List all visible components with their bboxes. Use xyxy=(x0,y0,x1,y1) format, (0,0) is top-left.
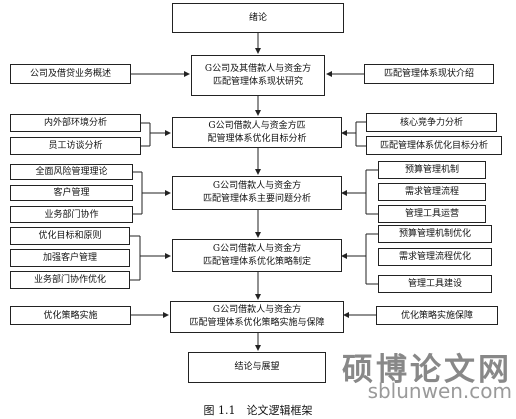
target-analysis-box: G公司借款人与资金方匹 配管理体系优化目标分析 xyxy=(172,117,342,148)
figure-caption: 图 1.1 论文逻辑框架 xyxy=(203,404,313,417)
customer-mgmt-box: 客户管理 xyxy=(10,185,133,201)
tool-build-box: 管理工具建设 xyxy=(378,275,492,293)
tool-ops-box: 管理工具运营 xyxy=(378,205,486,223)
dept-coop-opt-box: 业务部门协作优化 xyxy=(10,271,130,289)
risk-theory-box: 全面风险管理理论 xyxy=(10,164,133,180)
status-research-box: G公司及其借款人与资金方 匹配管理体系现状研究 xyxy=(191,55,325,96)
problem-analysis-box: G公司借款人与资金方 匹配管理体系主要问题分析 xyxy=(172,176,342,210)
demand-opt-box: 需求管理流程优化 xyxy=(378,248,492,266)
strategy-guarantee-box: 优化策略实施保障 xyxy=(376,306,498,325)
budget-mech-box: 预算管理机制 xyxy=(378,161,486,179)
demand-process-box: 需求管理流程 xyxy=(378,183,486,201)
strategy-impl-box: 优化策略实施 xyxy=(10,306,131,325)
core-competence-box: 核心竞争力分析 xyxy=(366,113,497,132)
business-overview-box: 公司及借贷业务概述 xyxy=(10,64,131,84)
conclusion-outlook-box: 结论与展望 xyxy=(188,352,326,383)
goals-principles-box: 优化目标和原则 xyxy=(10,227,130,245)
strengthen-customer-box: 加强客户管理 xyxy=(10,249,130,267)
strategy-implementation-box: G公司借款人与资金方 匹配管理体系优化策略实施与保障 xyxy=(170,301,344,333)
budget-opt-box: 预算管理机制优化 xyxy=(378,225,492,243)
staff-interview-box: 员工访谈分析 xyxy=(10,137,141,155)
strategy-formulation-box: G公司借款人与资金方 匹配管理体系优化策略制定 xyxy=(172,239,342,272)
conclusion-intro-box: 绪论 xyxy=(172,3,344,33)
dept-coop-box: 业务部门协作 xyxy=(10,206,133,223)
watermark-chinese: 硕博论文网 xyxy=(342,352,512,388)
opt-goal-box: 匹配管理体系优化目标分析 xyxy=(366,136,502,155)
watermark-english: sblunwen.com xyxy=(367,379,512,403)
status-intro-box: 匹配管理体系现状介绍 xyxy=(364,64,494,84)
env-analysis-box: 内外部环境分析 xyxy=(10,114,141,132)
